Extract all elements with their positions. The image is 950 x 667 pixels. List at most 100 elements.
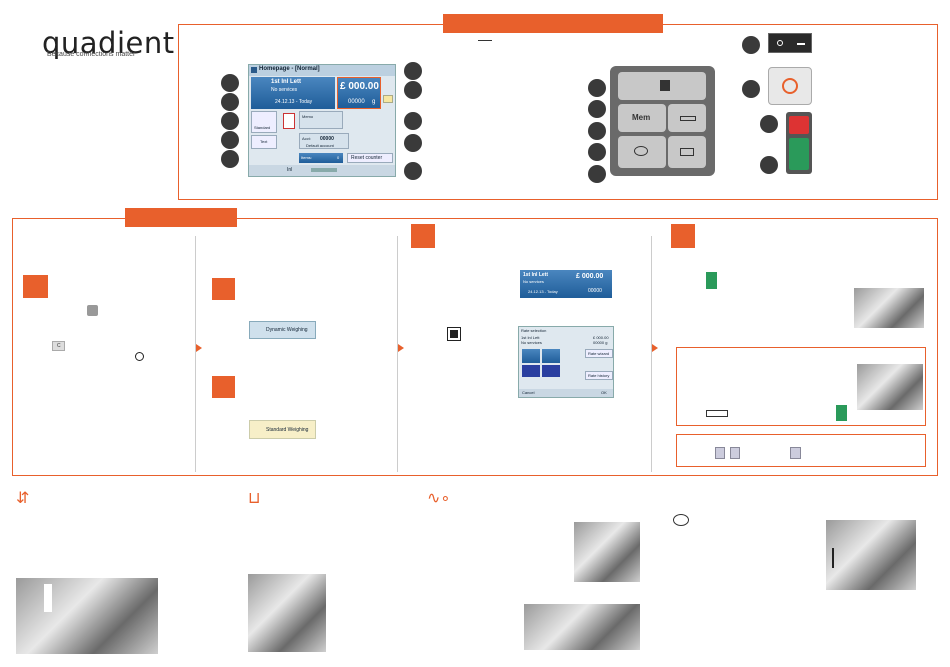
acct-value: 00000 [320, 136, 334, 142]
step-2a-marker [212, 278, 235, 300]
home-key-icon [87, 305, 98, 316]
reset-counter-button[interactable]: Reset counter [347, 153, 393, 163]
standard-weighing-label: Standard Weighing [266, 427, 309, 433]
maintenance-icon: ⇵ [16, 490, 30, 507]
amount-text: £ 000.00 [340, 81, 379, 92]
rate-selection-rate: 1st Inl Lett [521, 335, 540, 340]
hardware-keypad: Mem [610, 66, 715, 176]
home-icon [251, 67, 257, 73]
rate-wizard-button[interactable]: Rate wizard [585, 349, 613, 358]
weight-text: 00000 [348, 99, 365, 105]
dynamic-weighing-button: Dynamic Weighing [249, 321, 316, 339]
standard-weighing-label-button: Standard Weighing [249, 420, 316, 439]
items-counter: Items: 0 [299, 153, 343, 163]
stop-key[interactable] [789, 116, 809, 134]
step-2b-marker [212, 376, 235, 398]
callout-key-2 [588, 100, 606, 118]
rate-selection-footer: Cancel OK [519, 389, 613, 397]
callout-2 [221, 93, 239, 111]
rate-tile-3[interactable] [522, 365, 540, 377]
footer-text: Inl [287, 167, 293, 173]
envelope-feeding-photo [854, 288, 924, 328]
dynamic-weighing-label: Dynamic Weighing [266, 327, 308, 333]
tip-icon-3 [790, 447, 801, 459]
callout-9 [404, 134, 422, 152]
mem-key-label: Mem [632, 113, 651, 122]
ink-icon: ⊔ [248, 490, 261, 507]
text-label: Text [260, 139, 268, 144]
start-key-small-icon [836, 405, 847, 421]
start-key-icon [706, 272, 717, 289]
rate-tile-4[interactable] [542, 365, 560, 377]
default-account-label: Default account [306, 143, 334, 148]
callout-1 [221, 74, 239, 92]
tape-photo [574, 522, 640, 582]
label-key-icon [680, 116, 696, 121]
rate-text: 1st Inl Lett [271, 79, 302, 85]
callout-key-3 [588, 122, 606, 140]
rate-tile-2[interactable] [542, 349, 560, 363]
memo-button[interactable]: Memo [299, 111, 343, 129]
step-1-marker [23, 275, 48, 298]
power-switch[interactable] [768, 33, 812, 53]
settings-key[interactable] [668, 136, 706, 168]
weight-unit: g [372, 99, 376, 105]
callout-8 [404, 112, 422, 130]
callout-4 [221, 131, 239, 149]
step-arrow-2 [398, 344, 404, 352]
power-icon [782, 78, 798, 94]
amount-display: £ 000.00 00000 g [337, 77, 381, 109]
settings-icon: ∿∘ [427, 490, 451, 507]
clear-key: C [52, 341, 65, 351]
tip-box-1 [676, 347, 926, 426]
step-arrow-1 [196, 344, 202, 352]
lift-arrow-icon [832, 548, 834, 568]
callout-3 [221, 112, 239, 130]
rate-selection-screen: Rate selection 1st Inl Lett No services … [518, 326, 614, 398]
rate-history-button[interactable]: Rate history [585, 371, 613, 380]
progress-bar [311, 168, 337, 172]
mem-key[interactable]: Mem [618, 104, 666, 132]
screen-footer: Inl [249, 165, 395, 176]
acct-label: Acct: [302, 136, 311, 141]
rate-cancel-label[interactable]: Cancel [522, 390, 535, 395]
label-key-small-icon [706, 410, 728, 417]
account-button[interactable]: Acct: 00000 Default account [299, 133, 349, 149]
step-arrow-3 [652, 344, 658, 352]
callout-switch-4 [760, 156, 778, 174]
callout-key-4 [588, 143, 606, 161]
ink-cartridge-photo [248, 574, 326, 652]
callout-switch-1 [742, 36, 760, 54]
tip-box-2 [676, 434, 926, 467]
date-text: 24.12.13 - Today [275, 99, 313, 105]
step-4-marker [671, 224, 695, 248]
text-button[interactable]: Text [251, 135, 277, 149]
divider-3 [651, 236, 652, 472]
coins-key[interactable] [618, 136, 666, 168]
rate-key[interactable] [618, 72, 706, 100]
start-key[interactable] [789, 138, 809, 170]
settings-key-icon [680, 148, 694, 156]
rate-wizard-label: Rate wizard [588, 351, 610, 356]
tip-icon-1 [715, 447, 725, 459]
sleep-button[interactable] [768, 67, 812, 105]
mini-weight: 00000 [588, 288, 602, 294]
services-text: No services [271, 87, 298, 93]
rate-selection-key-icon [447, 327, 461, 341]
printer-icon [283, 113, 295, 129]
step-3-marker [411, 224, 435, 248]
envelope-icon[interactable] [383, 95, 393, 103]
steps-title-bar [125, 208, 237, 227]
standard-weighing-button[interactable]: Standard [251, 111, 277, 133]
divider-1 [195, 236, 196, 472]
rate-area[interactable]: 1st Inl Lett No services 24.12.13 - Toda… [251, 77, 335, 109]
quadient-logo: quadient [42, 26, 175, 60]
tip-icon-2 [730, 447, 740, 459]
label-key[interactable] [668, 104, 706, 132]
callout-switch-3 [760, 115, 778, 133]
memo-label: Memo [302, 114, 314, 119]
rate-tile-1[interactable] [522, 349, 540, 363]
rate-ok-label[interactable]: OK [601, 390, 607, 395]
power-small-icon [135, 352, 144, 361]
rate-selection-title: Rate selection [521, 328, 547, 333]
